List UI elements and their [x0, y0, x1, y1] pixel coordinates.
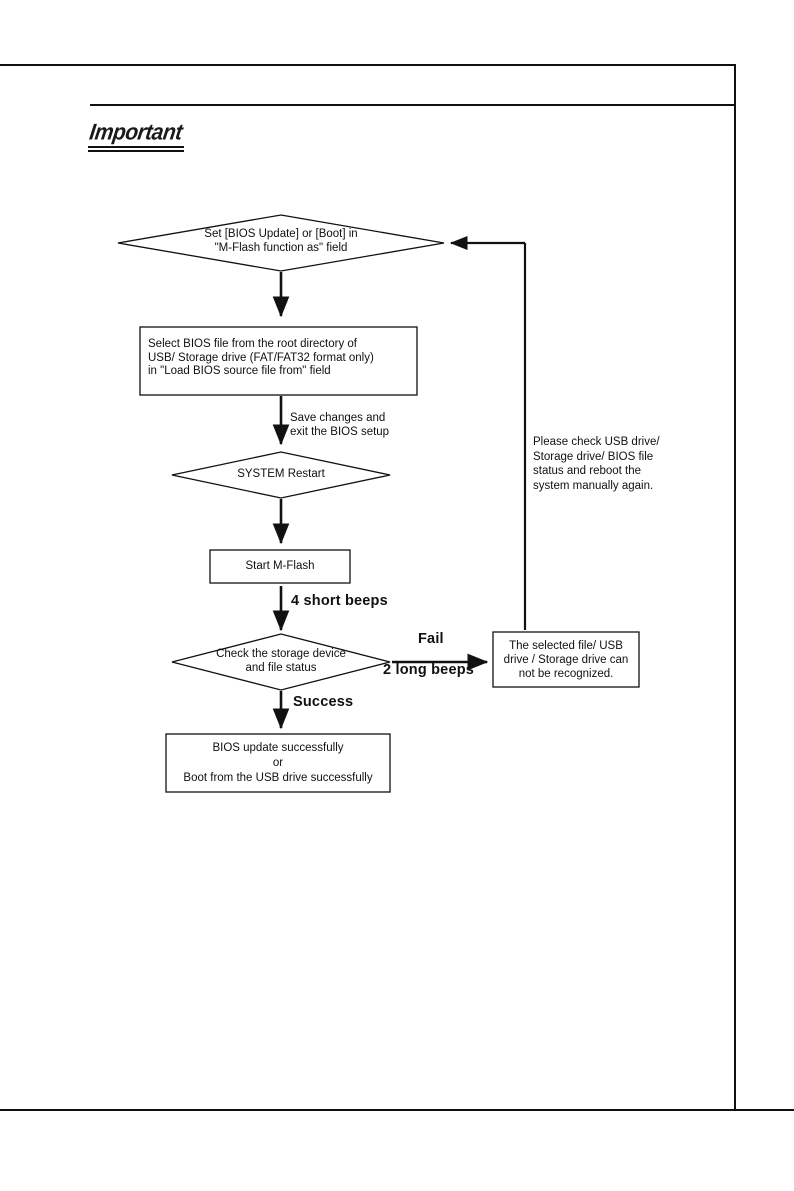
node-check-storage: Check the storage device and file status — [216, 648, 346, 674]
edge-label-four-short-beeps: 4 short beeps — [291, 593, 388, 609]
page-right-border — [734, 64, 736, 1110]
node-start-mflash: Start M-Flash — [245, 560, 315, 572]
edge-label-save-exit: Save changes and exit the BIOS setup — [290, 412, 390, 438]
edge-label-success: Success — [293, 694, 354, 710]
side-note-recheck-instructions: Please check USB drive/ Storage drive/ B… — [533, 436, 660, 492]
node-success-result: BIOS update successfully or Boot from th… — [183, 742, 373, 784]
node-error-not-recognized: The selected file/ USB drive / Storage d… — [503, 640, 629, 680]
edge-label-fail: Fail — [418, 631, 444, 647]
important-heading: Important — [88, 120, 184, 152]
footer-rule — [0, 1109, 794, 1111]
node-system-restart: SYSTEM Restart — [237, 468, 325, 480]
edge-label-two-long-beeps: 2 long beeps — [383, 662, 475, 678]
header-rule-second — [90, 104, 736, 106]
header-rule-top — [0, 64, 736, 66]
important-underline-2 — [88, 150, 184, 152]
important-underline-1 — [88, 146, 184, 148]
node-set-mflash-function: Set [BIOS Update] or [Boot] in "M-Flash … — [204, 228, 358, 254]
node-select-bios-file: Select BIOS file from the root directory… — [148, 338, 374, 377]
